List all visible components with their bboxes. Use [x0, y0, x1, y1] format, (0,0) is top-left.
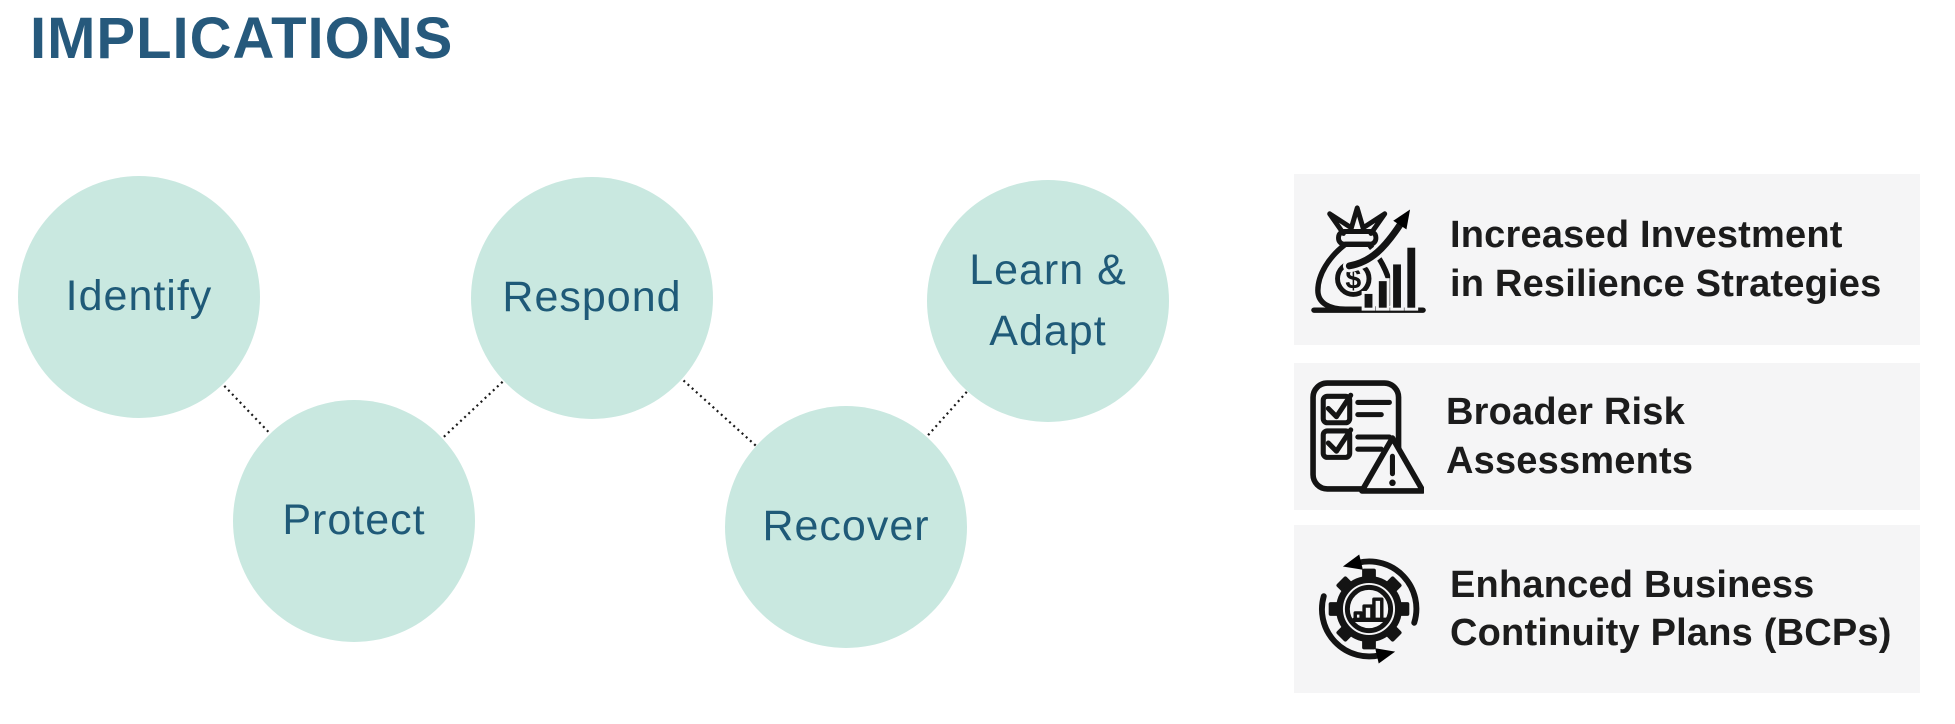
stage-circle-identify: Identify [18, 176, 260, 418]
stage-circle-label: Recover [762, 496, 929, 557]
implication-title-line: Assessments [1446, 439, 1694, 482]
connector-protect-respond [353, 297, 593, 522]
implication-title-line: Broader Risk [1446, 391, 1685, 434]
stage-circle-label-line: Identify [65, 272, 213, 321]
implication-card-investment: $ Increased Investment in Resilience Str… [1294, 174, 1920, 345]
page-title: IMPLICATIONS [30, 6, 454, 71]
implication-card-risk: Broader Risk Assessments [1294, 363, 1920, 510]
stage-circle-label-line: Adapt [989, 307, 1107, 355]
stage-circle-learn-adapt: Learn & Adapt [927, 180, 1169, 422]
money-bag-growth-icon: $ [1310, 201, 1428, 319]
risk-checklist-warning-icon [1310, 379, 1424, 494]
stage-circle-label: Respond [502, 267, 681, 328]
stage-circle-label-line: Protect [282, 496, 426, 545]
implication-title-line: in Resilience Strategies [1450, 262, 1882, 305]
stage-circle-respond: Respond [471, 177, 713, 419]
implication-title-line: Continuity Plans (BCPs) [1450, 612, 1892, 654]
mini-bar-chart-shape [1352, 597, 1388, 623]
continuity-cycle-gear-icon [1310, 550, 1428, 668]
stage-circle-label: Protect [282, 490, 425, 551]
implication-title-line: Increased Investment [1450, 214, 1843, 257]
bar-chart-shape [1361, 244, 1419, 311]
stage-circle-label: Identify [66, 266, 213, 327]
implication-title-line: Enhanced Business [1450, 563, 1815, 606]
stage-circle-recover: Recover [725, 406, 967, 648]
implication-card-bcp: Enhanced Business Continuity Plans (BCPs… [1294, 525, 1920, 693]
stage-circle-label-line: Respond [502, 273, 682, 322]
stage-circle-label-line: Recover [762, 502, 930, 551]
stage-circle-label: Learn & Adapt [969, 240, 1127, 362]
implication-title: Enhanced Business Continuity Plans (BCPs… [1450, 561, 1892, 658]
implication-title: Increased Investment in Resilience Strat… [1450, 211, 1881, 308]
stage-circle-label-line: Learn & [969, 245, 1127, 294]
stage-circle-protect: Protect [233, 400, 475, 642]
implication-title: Broader Risk Assessments [1446, 388, 1693, 485]
